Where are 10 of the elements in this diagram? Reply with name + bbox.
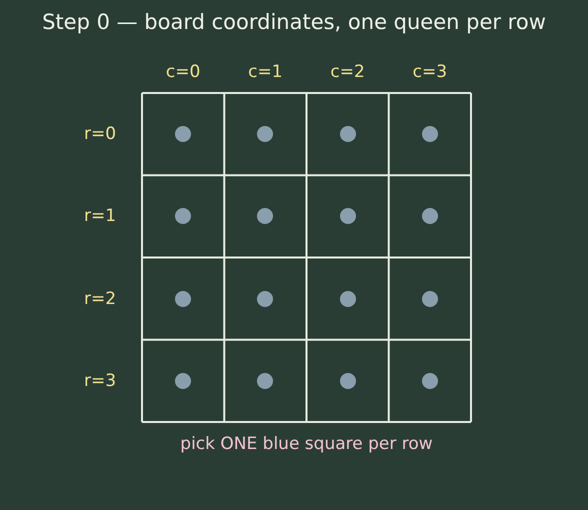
row-label: r=3 <box>84 370 116 391</box>
diagram-title: Step 0 — board coordinates, one queen per row <box>41 10 547 34</box>
row-label: r=0 <box>84 124 116 144</box>
row-label: r=2 <box>84 288 116 309</box>
column-label: c=0 <box>166 62 200 82</box>
column-label: c=3 <box>412 62 448 82</box>
caption: pick ONE blue square per row <box>180 434 433 454</box>
column-label: c=1 <box>248 62 283 82</box>
column-label: c=2 <box>330 62 365 82</box>
row-label: r=1 <box>84 206 116 226</box>
